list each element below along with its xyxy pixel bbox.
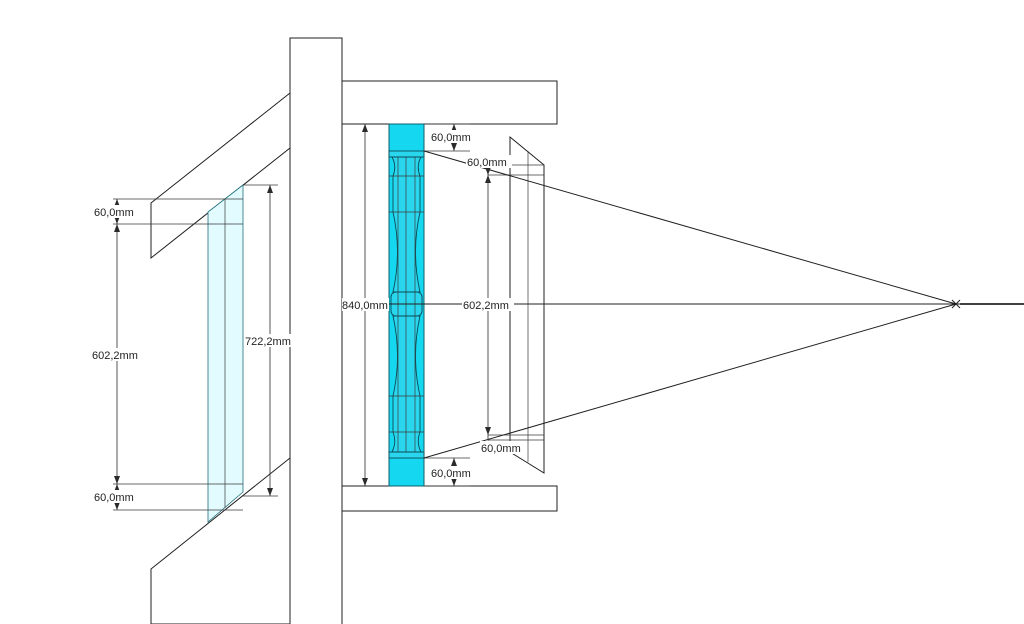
mid-bottom-rail: [388, 451, 425, 459]
dim-mid-bottom-offset: 60,0mm: [431, 468, 471, 480]
right-side-view: [344, 135, 1024, 474]
dim-right-bottom-offset: 60,0mm: [481, 443, 521, 455]
middle-front-view: [341, 80, 558, 512]
dim-right-span: 602,2mm: [463, 300, 509, 312]
mid-baluster-upper: [391, 156, 422, 293]
perspective-ray-top: [423, 150, 957, 305]
left-glass-panel: [207, 184, 244, 523]
mid-top-slab: [341, 80, 558, 125]
vertical-wall: [289, 37, 343, 624]
dim-left-span: 602,2mm: [92, 350, 138, 362]
left-lower-sloped-base: [150, 456, 291, 624]
mid-baluster-lower: [391, 315, 422, 453]
dim-left-total: 722,2mm: [245, 336, 291, 348]
right-panel-frame: [509, 135, 545, 474]
dimension-labels: 60,0mm 602,2mm 60,0mm 722,2mm 840,0mm 60…: [90, 130, 526, 504]
vanishing-point-marker: [951, 299, 961, 309]
dim-mid-top-offset: 60,0mm: [431, 132, 471, 144]
left-perspective-view: [113, 91, 291, 624]
dim-mid-total: 840,0mm: [342, 300, 388, 312]
dim-left-top-offset: 60,0mm: [94, 207, 134, 219]
dim-left-bottom-offset: 60,0mm: [94, 492, 134, 504]
perspective-ray-bottom: [423, 303, 957, 459]
mid-bottom-slab: [341, 485, 558, 512]
mid-top-rail: [388, 150, 425, 158]
dim-right-top-offset: 60,0mm: [467, 157, 507, 169]
